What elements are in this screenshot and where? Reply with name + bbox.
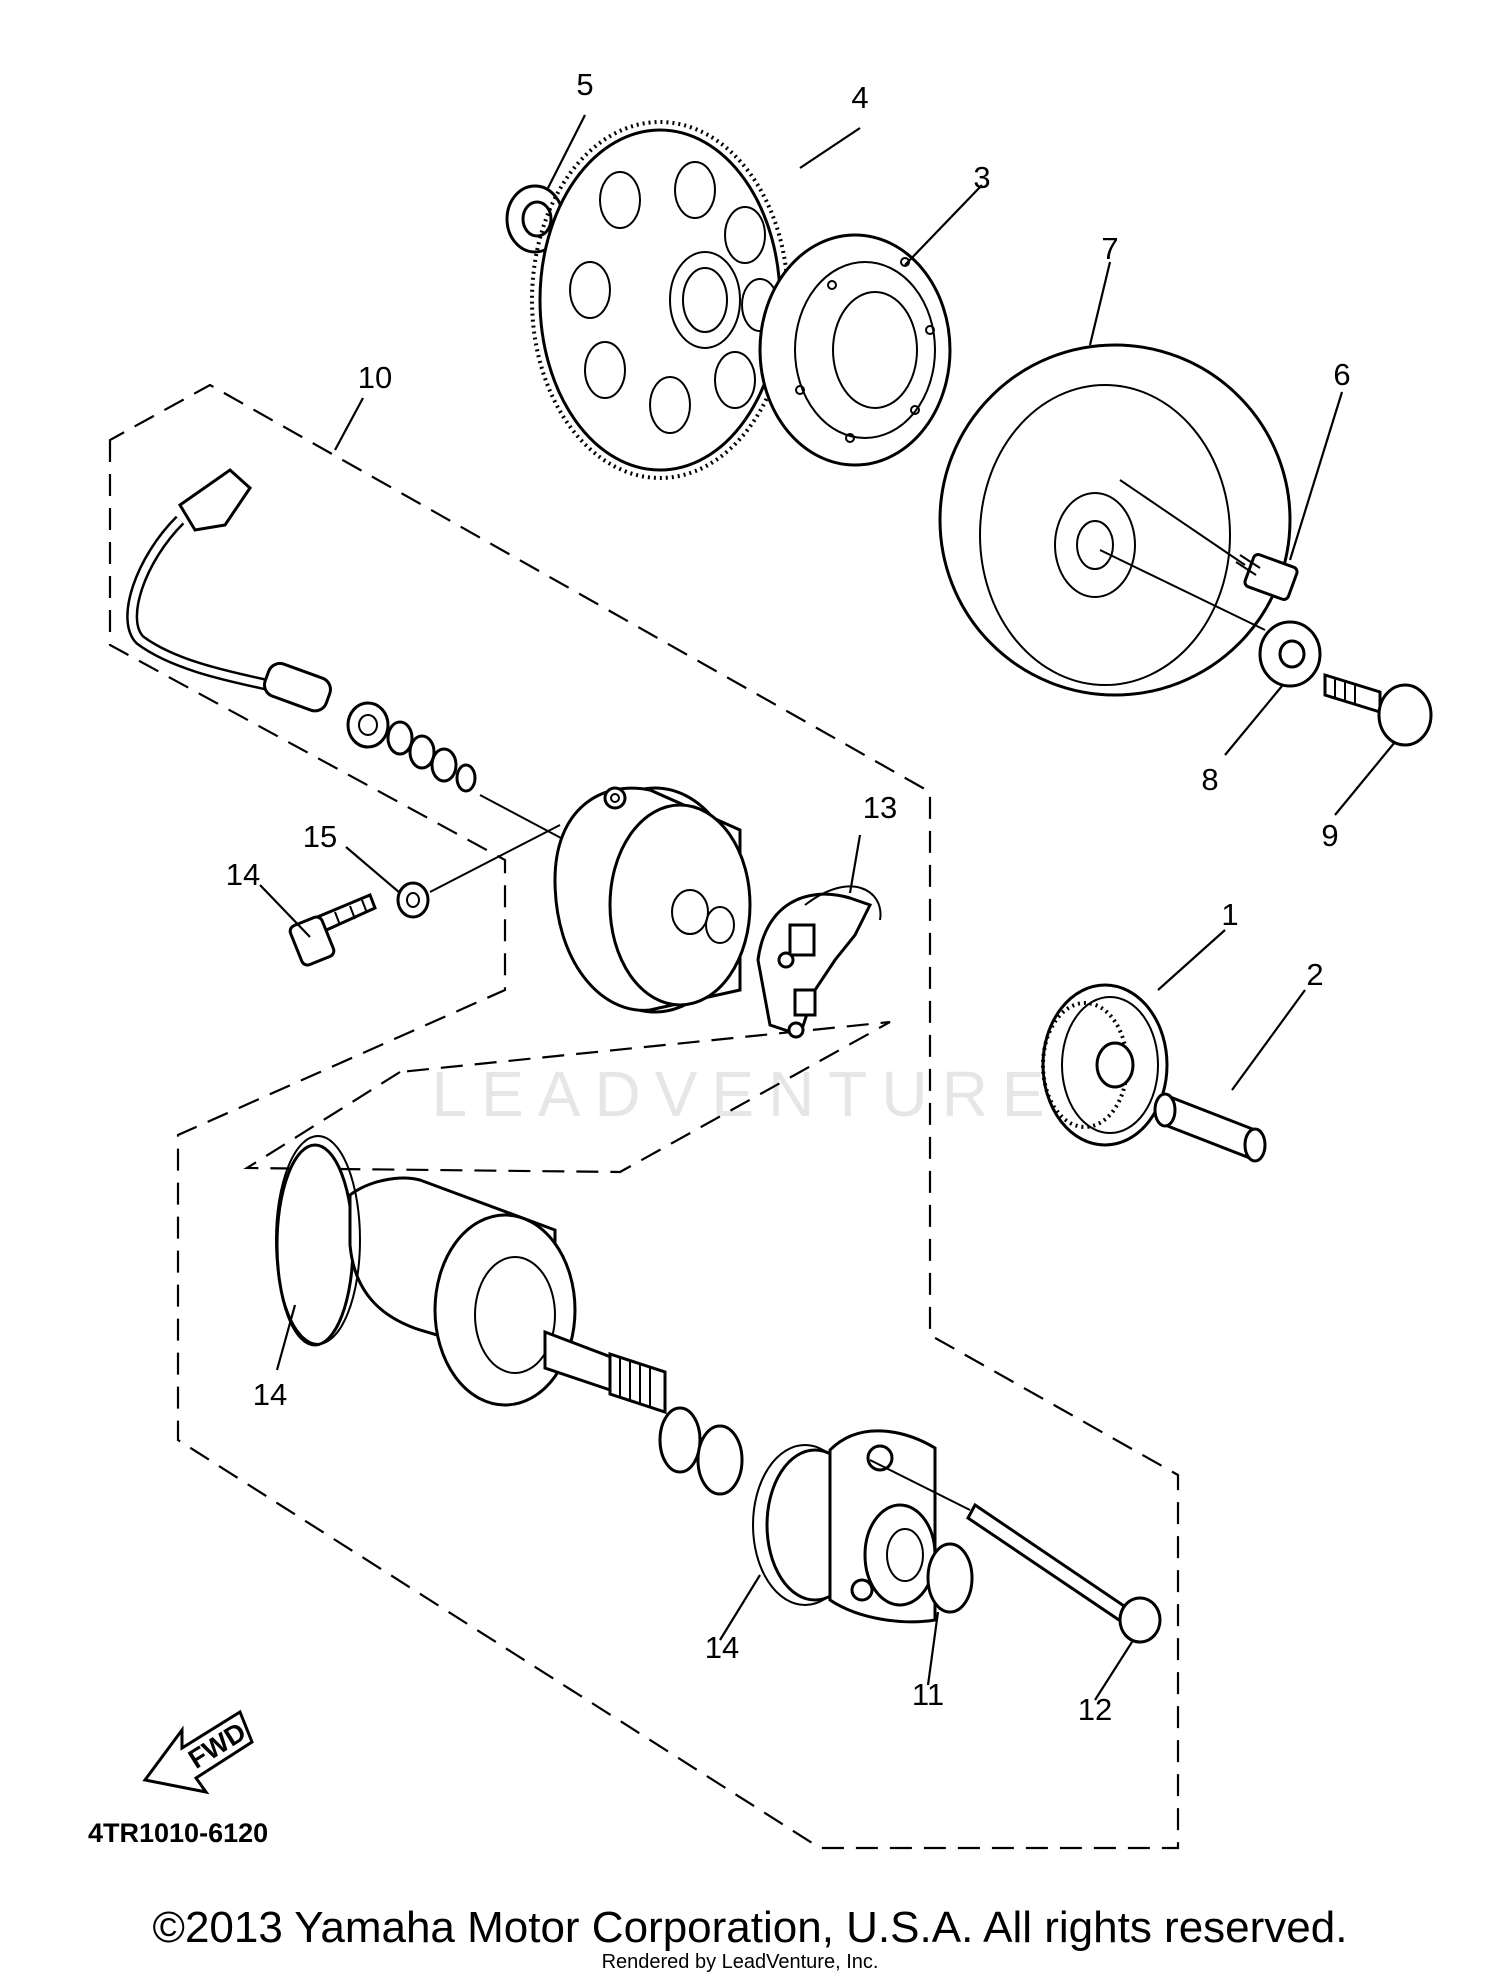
callout-12: 12 [1078,1692,1112,1727]
leader-lines [259,114,1396,1701]
callout-13: 13 [863,790,897,825]
callout-14-front: 14 [253,1377,287,1412]
callout-10: 10 [358,360,392,395]
callout-5: 5 [576,67,593,102]
part-2-shaft[interactable] [1153,1092,1267,1163]
callout-15: 14 [226,857,260,892]
callout-9: 9 [1321,818,1338,853]
callout-labels: 5 4 3 7 6 8 9 10 13 15 14 1 2 14 14 11 1… [226,67,1351,1727]
callout-14-rear: 14 [705,1630,739,1665]
callout-1: 1 [1221,897,1238,932]
part-1-idle-gear[interactable] [1041,983,1169,1147]
part-3-one-way-clutch[interactable] [758,233,952,467]
part-14-o-ring-front[interactable] [275,1135,361,1345]
copyright-text: ©2013 Yamaha Motor Corporation, U.S.A. A… [153,1903,1348,1952]
callout-4: 4 [851,80,868,115]
part-5-washer[interactable] [505,184,565,254]
watermark-text: LEADVENTURE [432,1058,1059,1130]
callout-2: 2 [1306,957,1323,992]
part-4-starter-wheel-gear[interactable] [530,120,790,480]
part-12-through-bolt[interactable] [869,1459,1162,1644]
part-13-brush-holder[interactable] [756,885,882,1039]
part-6-bolt[interactable] [1119,479,1299,601]
armature[interactable] [275,1143,744,1496]
starter-yoke-housing[interactable] [553,786,752,1014]
callout-7: 7 [1101,231,1118,266]
diagram-code: 4TR1010-6120 [88,1818,268,1848]
part-15-bolt[interactable] [288,893,377,967]
callout-3: 3 [973,160,990,195]
callout-6: 6 [1333,357,1350,392]
part-9-flange-bolt[interactable] [1323,672,1433,747]
part-10-lead-wire[interactable] [126,468,626,873]
rendered-by-text: Rendered by LeadVenture, Inc. [602,1951,879,1973]
fwd-arrow-icon: FWD [142,1709,254,1795]
part-16-washer[interactable] [396,824,561,919]
starter-front-cover[interactable] [765,1429,937,1624]
part-11-o-ring[interactable] [926,1542,974,1614]
callout-16: 15 [303,819,337,854]
armature-subgroup-outline [243,1020,891,1174]
part-8-washer[interactable] [1099,549,1322,688]
assembly-10-outline [108,383,1180,1850]
callout-11: 11 [912,1677,944,1712]
part-7-generator-rotor[interactable] [938,343,1292,697]
callout-8: 8 [1201,762,1218,797]
